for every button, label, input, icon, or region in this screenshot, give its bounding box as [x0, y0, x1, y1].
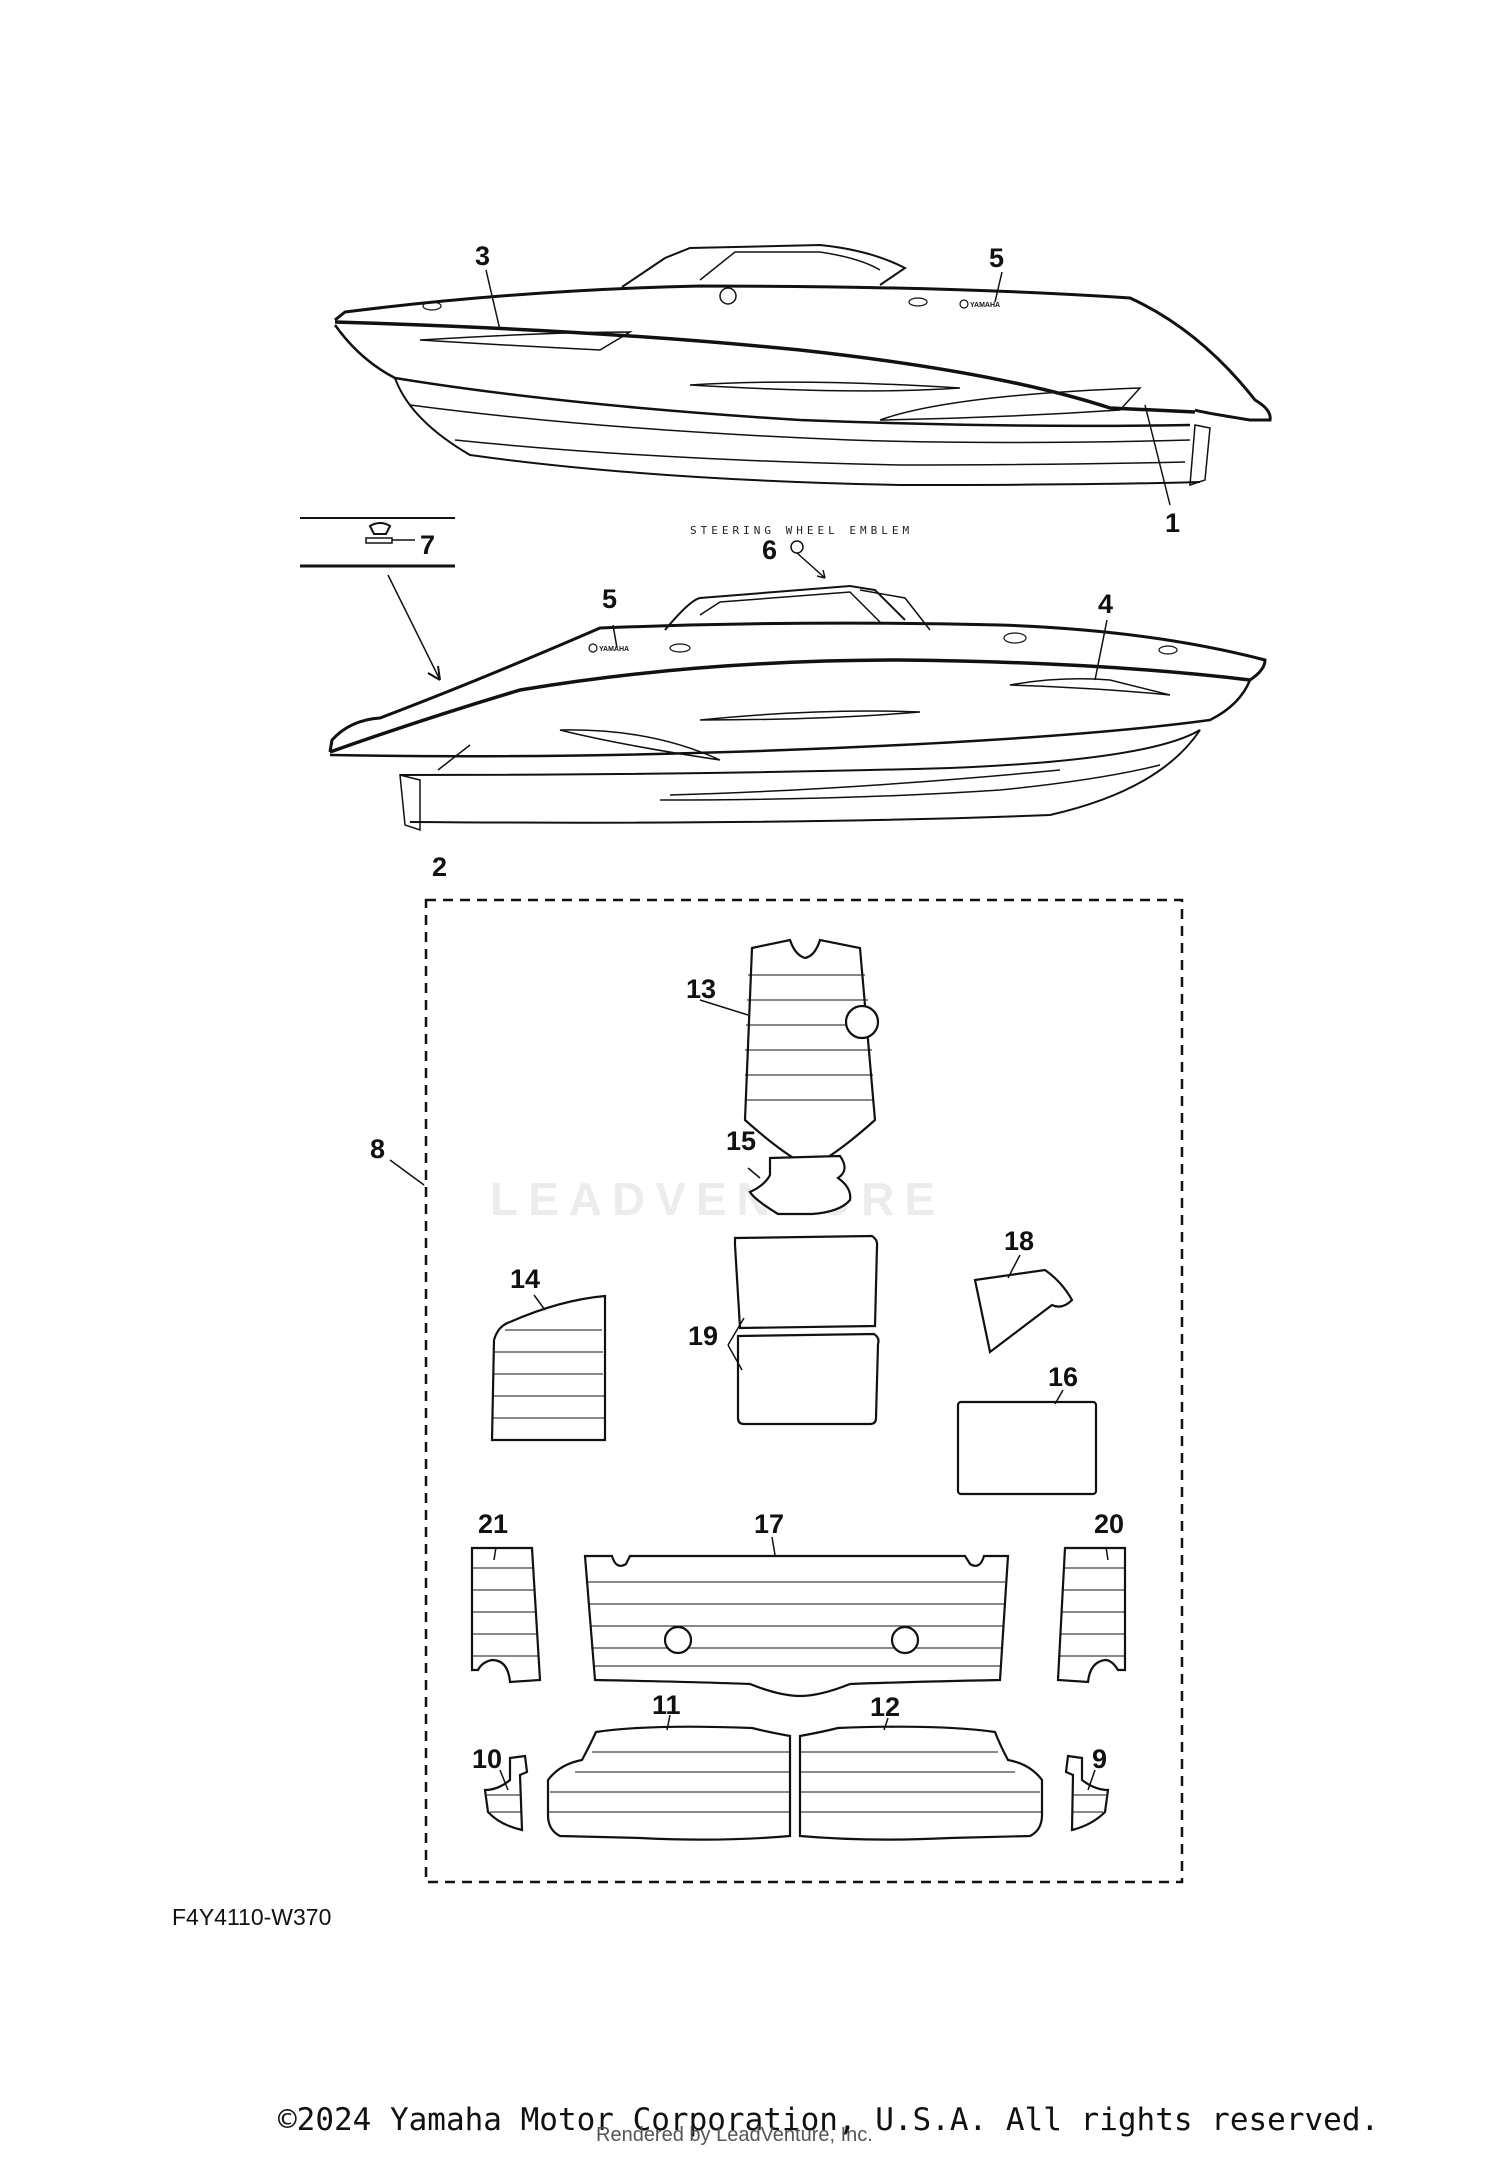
emblem-inset-7 [300, 517, 455, 568]
mat-9 [1064, 1754, 1110, 1832]
callout-19: 19 [688, 1321, 718, 1351]
callout-16: 16 [1048, 1362, 1078, 1392]
steering-wheel-emblem-label: STEERING WHEEL EMBLEM [690, 524, 913, 537]
copyright-notice: ©2024 Yamaha Motor Corporation, U.S.A. A… [278, 2102, 1380, 2138]
rendered-by-notice: Rendered by LeadVenture, Inc. [596, 2124, 873, 2146]
callout-15: 15 [726, 1126, 756, 1156]
arrow-7 [427, 665, 441, 681]
callout-4: 4 [1098, 589, 1113, 619]
mat-20 [1056, 1546, 1127, 1684]
callout-1: 1 [1165, 508, 1180, 538]
mat-14 [490, 1294, 607, 1442]
callout-13: 13 [686, 974, 716, 1004]
mat-21 [470, 1546, 542, 1684]
callout-11: 11 [652, 1690, 681, 1720]
callout-5a: 5 [989, 243, 1004, 273]
mat-18 [973, 1268, 1074, 1354]
callout-21: 21 [478, 1509, 508, 1539]
arrow-6 [816, 569, 826, 579]
mat-19-lower [736, 1332, 880, 1426]
leadventure-watermark: LEADVENTURE [490, 1173, 946, 1225]
mat-kit-boundary [424, 898, 1184, 1884]
callout-18: 18 [1004, 1226, 1034, 1256]
leader-lines [387, 269, 1171, 1791]
boat-starboard-view: YAMAHA [333, 243, 1272, 487]
steering-wheel-emblem [790, 540, 804, 554]
mat-16 [956, 1400, 1098, 1496]
callout-10: 10 [472, 1744, 502, 1774]
callout-14: 14 [510, 1264, 540, 1294]
mat-11 [546, 1725, 792, 1841]
callout-9: 9 [1092, 1744, 1107, 1774]
boat-port-view: YAMAHA [328, 584, 1267, 832]
yamaha-logo-decal: YAMAHA [599, 646, 629, 653]
mat-10 [483, 1754, 529, 1832]
callout-7: 7 [420, 530, 435, 560]
mat-15 [748, 1154, 852, 1216]
yamaha-logo-decal: YAMAHA [970, 302, 1000, 309]
callout-6: 6 [762, 535, 777, 565]
mat-13 [743, 938, 880, 1168]
callout-5b: 5 [602, 584, 617, 614]
callout-3: 3 [475, 241, 490, 271]
callout-20: 20 [1094, 1509, 1124, 1539]
mat-19-upper [733, 1234, 879, 1330]
callout-2: 2 [432, 852, 447, 882]
callout-12: 12 [870, 1692, 900, 1722]
mat-17 [583, 1554, 1010, 1698]
diagram-code: F4Y4110-W370 [172, 1904, 332, 1930]
callout-17: 17 [754, 1509, 784, 1539]
mat-12 [798, 1725, 1044, 1841]
callout-8: 8 [370, 1134, 385, 1164]
